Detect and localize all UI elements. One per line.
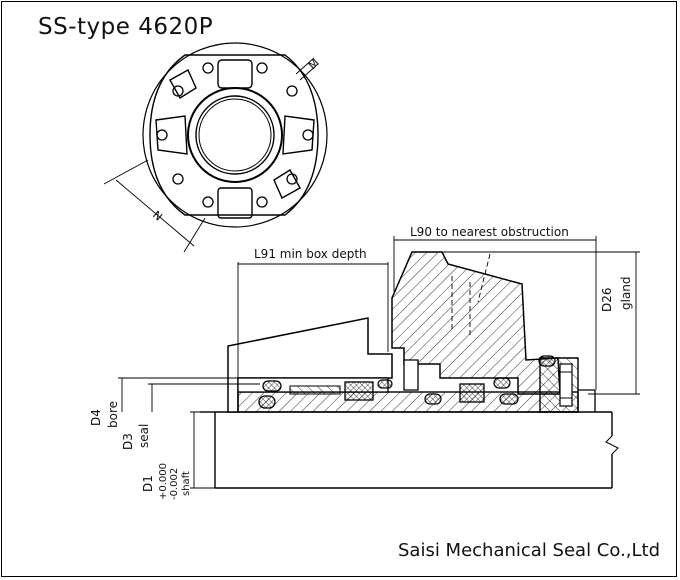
gland-body <box>391 251 561 395</box>
oring-3 <box>377 379 393 389</box>
oring-1 <box>258 395 276 409</box>
set-screw <box>559 363 573 407</box>
oring-2 <box>262 380 282 392</box>
end-view <box>103 42 328 253</box>
oring-4 <box>424 393 442 405</box>
seal-face-stationary <box>459 383 485 403</box>
dim-label-M: M <box>306 56 322 72</box>
section-view <box>200 251 619 489</box>
dim-label-D1-tol-plus: +0.000 <box>158 463 169 500</box>
dim-label-D3-code: D3 <box>121 433 135 450</box>
dim-label-D3-name: seal <box>137 424 151 448</box>
dim-label-L90: L90 to nearest obstruction <box>410 225 569 239</box>
oring-6 <box>493 377 511 389</box>
gland-port-hidden <box>451 253 491 336</box>
dim-label-D1-name: shaft <box>181 471 192 496</box>
dim-label-D1-code: D1 <box>141 475 155 492</box>
dim-label-D1-tol-minus: -0.002 <box>169 468 180 500</box>
dim-label-D4-code: D4 <box>89 409 103 426</box>
dim-label-L91: L91 min box depth <box>254 247 367 261</box>
dim-label-D26-name: gland <box>619 276 633 310</box>
slot-right <box>282 115 315 155</box>
slot-left <box>155 115 188 155</box>
spring-pack <box>289 385 341 395</box>
sleeve <box>237 391 579 413</box>
bore-circle-outer <box>187 87 283 183</box>
dim-label-D4-name: bore <box>106 401 120 428</box>
seal-face-rotating <box>344 381 374 401</box>
oring-5 <box>499 393 519 405</box>
bore-circle-inner <box>195 95 275 175</box>
shaft <box>200 411 619 489</box>
port-bottom <box>217 187 253 219</box>
bolt-holes <box>156 62 314 208</box>
dim-label-D26-code: D26 <box>600 287 614 312</box>
gland-outer-circle <box>142 42 328 228</box>
clip-upper-left <box>169 69 197 99</box>
clip-lower-right <box>273 169 301 199</box>
dimension-lines <box>118 236 640 489</box>
port-top <box>217 59 253 89</box>
setting-clip <box>403 359 419 391</box>
drawing-title: SS-type 4620P <box>38 14 214 40</box>
gland-flange-outline <box>149 54 319 216</box>
bore-circle-shaft <box>198 98 272 172</box>
company-name: Saisi Mechanical Seal Co.,Ltd <box>398 540 661 561</box>
